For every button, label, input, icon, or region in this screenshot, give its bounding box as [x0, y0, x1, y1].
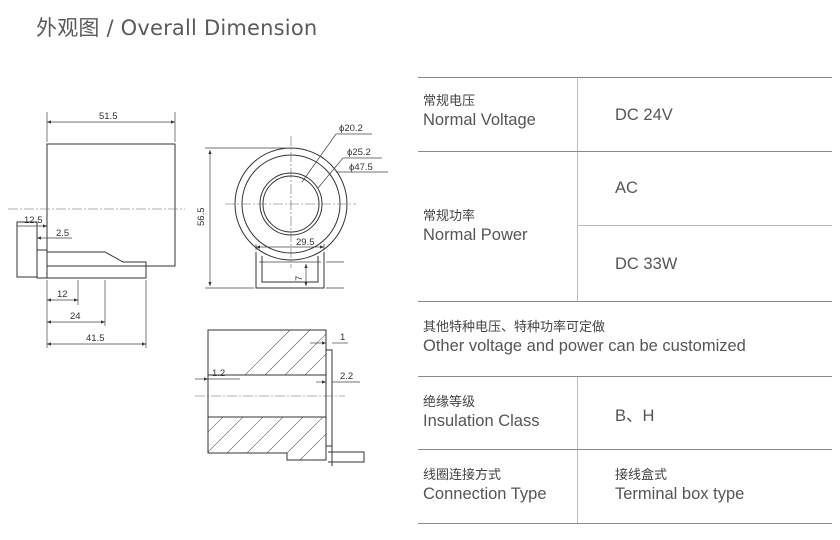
dim-295-label: 29.5 [296, 237, 315, 248]
section-hatching [208, 330, 326, 460]
connection-value-en: Terminal box type [615, 485, 745, 503]
insulation-value: B、H [615, 407, 655, 425]
power-value-ac: AC [615, 179, 638, 197]
other-label-cn: 其他特种电压、特种功率可定做 [423, 320, 606, 335]
front-view: 56.5 ϕ20.2 ϕ25.2 ϕ47.5 29.5 7 [196, 123, 388, 289]
spec-row-other: 其他特种电压、特种功率可定做 Other voltage and power c… [418, 301, 832, 376]
spec-row-insulation: 绝缘等级 Insulation Class B、H [418, 376, 832, 449]
spec-table: 常规电压 Normal Voltage DC 24V 常规功率 Normal P… [418, 77, 832, 524]
dim-25-label: 2.5 [56, 228, 69, 239]
spec-row-power: 常规功率 Normal Power AC DC 33W [418, 151, 832, 301]
dim-height-label: 56.5 [196, 208, 207, 227]
terminal-pin [328, 446, 365, 466]
page-title: 外观图 / Overall Dimension [36, 16, 318, 40]
spec-row-connection: 线圈连接方式 Connection Type 接线盒式 Terminal box… [418, 449, 832, 524]
voltage-label-cn: 常规电压 [423, 94, 476, 109]
connection-value-cn: 接线盒式 [615, 468, 668, 483]
dim-dia-475-label: ϕ47.5 [349, 162, 373, 173]
dim-width-label: 51.5 [99, 111, 118, 122]
front-terminal-box [255, 252, 325, 289]
voltage-label-en: Normal Voltage [423, 111, 536, 129]
dim-12-label: 12 [57, 289, 68, 300]
insulation-label-cn: 绝缘等级 [423, 395, 476, 410]
dim-sec-12-label: 1.2 [212, 368, 225, 379]
power-label-en: Normal Power [423, 226, 528, 244]
connection-label-en: Connection Type [423, 485, 547, 503]
flange-neck [36, 249, 48, 279]
terminal-box-outline [47, 251, 147, 279]
spec-row-voltage: 常规电压 Normal Voltage DC 24V [418, 77, 832, 151]
section-outline [207, 329, 327, 461]
power-label-cn: 常规功率 [423, 209, 476, 224]
dim-dia-252-label: ϕ25.2 [347, 147, 371, 158]
dim-dia-202-label: ϕ20.2 [339, 123, 363, 134]
flange-plate [16, 221, 38, 278]
insulation-label-en: Insulation Class [423, 412, 540, 430]
dimension-drawing: 51.5 12.5 2.5 12 24 41.5 [8, 111, 388, 466]
connection-label-cn: 线圈连接方式 [423, 468, 502, 483]
dim-415-label: 41.5 [86, 333, 105, 344]
dim-24-label: 24 [70, 311, 81, 322]
side-view: 51.5 12.5 2.5 12 24 41.5 [8, 111, 185, 348]
coil-body-outline [46, 143, 176, 267]
other-label-en: Other voltage and power can be customize… [423, 337, 746, 355]
dim-sec-22-label: 2.2 [340, 371, 353, 382]
section-view: 1 1.2 2.2 [195, 329, 365, 466]
dim-sec-1-label: 1 [340, 332, 345, 343]
power-value-dc: DC 33W [615, 255, 678, 273]
dim-7-label: 7 [294, 276, 305, 281]
dim-125-label: 12.5 [24, 215, 43, 226]
voltage-value: DC 24V [615, 106, 673, 124]
